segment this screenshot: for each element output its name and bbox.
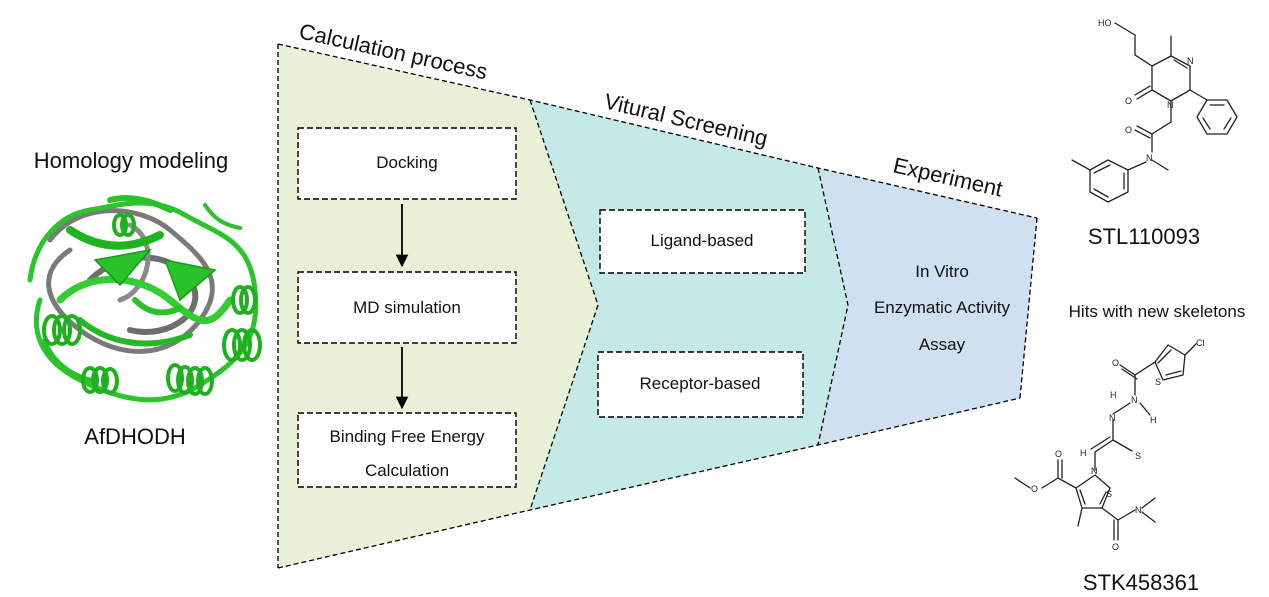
compound-1-atom-n1: N bbox=[1187, 56, 1194, 66]
compound-2-atom-h3: H bbox=[1080, 448, 1087, 458]
compound-2-id: STK458361 bbox=[1083, 570, 1199, 595]
compound-2-atom-n1: N bbox=[1131, 395, 1138, 405]
compound-2-atom-n3: N bbox=[1091, 466, 1098, 476]
compound-2-atom-cl: Cl bbox=[1196, 338, 1205, 348]
compound-2-atom-n4: N bbox=[1135, 505, 1142, 515]
compound-2-atom-s1: S bbox=[1155, 377, 1161, 387]
compound-2-structure: Cl S O H N N H H N S O O S O N bbox=[1014, 338, 1205, 552]
compound-2-atom-h2: H bbox=[1150, 415, 1157, 425]
compound-2-atom-s2: S bbox=[1135, 451, 1141, 461]
compound-2-atom-s3: S bbox=[1106, 489, 1112, 499]
funnel-top-edge bbox=[277, 43, 1038, 219]
ligand-based-box bbox=[599, 209, 806, 274]
compound-2-atom-o4: O bbox=[1112, 542, 1119, 552]
compound-2-atom-h1: H bbox=[1110, 390, 1117, 400]
protein-ribbon-icon bbox=[27, 195, 262, 403]
compound-2-atom-o3: O bbox=[1031, 484, 1038, 494]
experiment-region bbox=[818, 168, 1037, 445]
funnel-right-edge bbox=[1019, 217, 1038, 399]
compound-1-structure: HO N N O O N bbox=[1071, 18, 1238, 203]
experiment-line-enzymatic: Enzymatic Activity bbox=[874, 298, 1011, 317]
receptor-based-box bbox=[597, 351, 804, 418]
compound-1-atom-n3: N bbox=[1146, 153, 1153, 163]
hits-label: Hits with new skeletons bbox=[1069, 302, 1246, 321]
md-simulation-box bbox=[297, 271, 517, 344]
experiment-line-in-vitro: In Vitro bbox=[915, 262, 969, 281]
docking-box bbox=[297, 127, 517, 200]
compound-1-atom-n2: N bbox=[1167, 100, 1174, 110]
compound-2-atom-n2: N bbox=[1109, 413, 1116, 423]
compound-2-atom-o1: O bbox=[1112, 358, 1119, 368]
compound-2-atom-o2: O bbox=[1055, 449, 1062, 459]
compound-1-atom-o2: O bbox=[1125, 125, 1132, 135]
md-simulation-label: MD simulation bbox=[353, 298, 461, 317]
ligand-based-label: Ligand-based bbox=[650, 231, 753, 250]
compound-1-atom-ho: HO bbox=[1098, 18, 1112, 28]
binding-calculation-label: Calculation bbox=[365, 461, 449, 480]
screening-chevron-edge bbox=[817, 167, 849, 446]
binding-free-energy-label: Binding Free Energy bbox=[330, 427, 485, 446]
receptor-based-label: Receptor-based bbox=[640, 374, 761, 393]
binding-free-energy-box bbox=[297, 412, 517, 488]
experiment-line-assay: Assay bbox=[919, 335, 966, 354]
funnel-bottom-edge bbox=[277, 397, 1021, 569]
docking-label: Docking bbox=[376, 153, 437, 172]
homology-modeling-heading: Homology modeling bbox=[34, 148, 228, 173]
compound-1-atom-o1: O bbox=[1125, 96, 1132, 106]
protein-name-label: AfDHODH bbox=[84, 424, 185, 449]
compound-1-id: STL110093 bbox=[1088, 224, 1200, 249]
